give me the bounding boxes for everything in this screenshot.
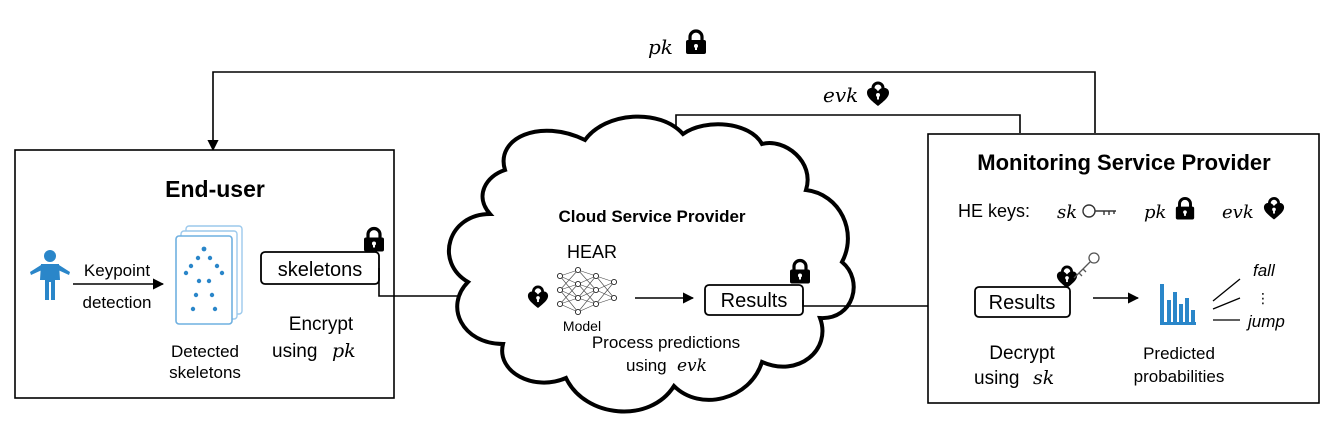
monitoring-box <box>927 133 1320 404</box>
encrypt-key-label: pk <box>332 340 356 362</box>
cloud-shape <box>447 114 856 414</box>
class-output-lines <box>1212 278 1241 321</box>
model-label: Model <box>563 318 601 334</box>
monitoring-title: Monitoring Service Provider <box>977 150 1271 175</box>
he-key-pk: pk <box>1144 202 1166 223</box>
he-keys-label: HE keys: <box>958 201 1030 221</box>
class-ellipsis: ⋮ <box>1256 290 1270 306</box>
bar-chart-icon <box>1160 284 1196 325</box>
pk-distribution-line <box>207 71 1096 152</box>
class-fall-label: fall <box>1253 261 1276 280</box>
he-key-evk: evk <box>1222 202 1254 223</box>
monitor-results-box <box>974 286 1071 318</box>
skeletons-label: skeletons <box>278 259 363 281</box>
he-key-sk: sk <box>1057 202 1077 223</box>
skeleton-stack-icon <box>175 225 243 325</box>
lock-icon <box>684 29 708 55</box>
predicted-label-line2: probabilities <box>1134 367 1225 386</box>
key-icon <box>1073 252 1100 279</box>
decrypt-using-label: using <box>974 368 1019 389</box>
detected-label-line2: skeletons <box>169 363 241 382</box>
process-label: Process predictions <box>592 333 740 352</box>
neural-network-icon <box>556 266 618 316</box>
cloud-results-label: Results <box>721 290 788 312</box>
cloud-title: Cloud Service Provider <box>558 207 745 226</box>
predicted-label-line1: Predicted <box>1143 344 1215 363</box>
decrypt-label: Decrypt <box>989 343 1055 364</box>
decrypt-key-label: sk <box>1033 367 1054 389</box>
encrypt-using-label: using <box>272 341 317 362</box>
key-icon <box>1082 204 1116 218</box>
hear-label: HEAR <box>567 242 617 262</box>
end-user-title: End-user <box>165 176 265 202</box>
detected-label-line1: Detected <box>171 342 239 361</box>
pk-top-label: pk <box>648 35 673 59</box>
class-jump-label: jump <box>1246 312 1285 331</box>
person-icon <box>30 250 70 300</box>
encrypt-label: Encrypt <box>289 314 354 335</box>
evk-top-label: evk <box>823 83 858 107</box>
send-to-monitor-arrow <box>802 300 967 312</box>
keypoint-label: Keypoint <box>84 261 150 280</box>
process-key-label: evk <box>677 356 707 376</box>
detection-label: detection <box>83 293 152 312</box>
process-using-label: using <box>626 356 667 375</box>
monitor-results-label: Results <box>989 292 1056 314</box>
heart-lock-icon <box>866 81 890 107</box>
